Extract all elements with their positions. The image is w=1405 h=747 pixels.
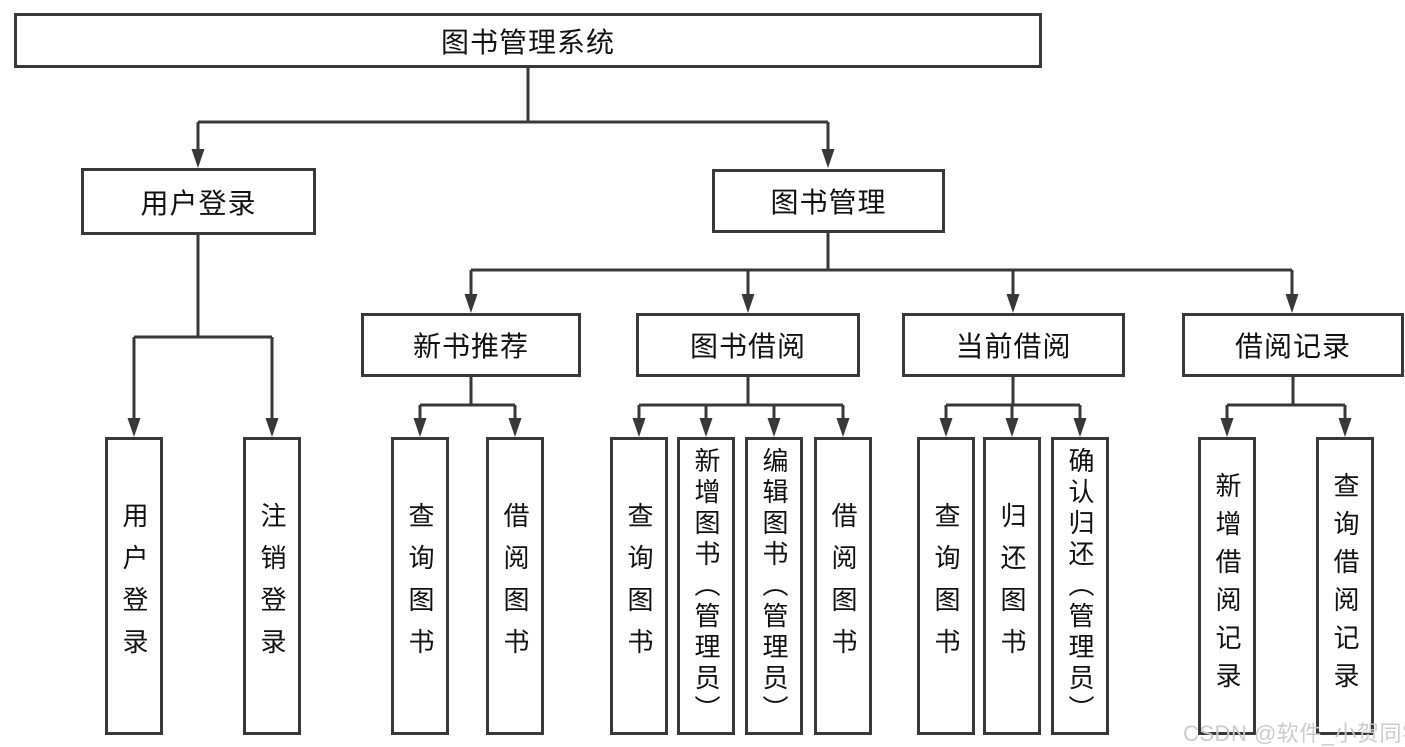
node-new-book-recommend: 新书推荐 <box>361 313 581 377</box>
leaf-label: 查询图书 <box>405 502 435 670</box>
leaf-label: 用户登录 <box>119 502 149 670</box>
leaf-query-book-current: 查询图书 <box>917 437 975 735</box>
leaf-label: 归还图书 <box>997 502 1027 670</box>
connector-current-borrow-to-leaves <box>939 377 1087 437</box>
leaf-confirm-return-admin: 确认归还（管理员） <box>1051 437 1109 735</box>
node-book-borrow: 图书借阅 <box>636 313 860 377</box>
connector-user-login-to-leaves <box>127 235 279 437</box>
leaf-label: 编辑图书（管理员） <box>759 446 789 726</box>
leaf-add-book-admin: 新增图书（管理员） <box>677 437 735 735</box>
leaf-borrow-book: 借阅图书 <box>814 437 872 735</box>
leaf-borrow-book-recommend: 借阅图书 <box>486 437 544 735</box>
node-root-system: 图书管理系统 <box>14 13 1042 68</box>
leaf-label: 新增借阅记录 <box>1212 472 1242 700</box>
connector-new-book-recommend-to-leaves <box>413 377 522 437</box>
leaf-label: 确认归还（管理员） <box>1065 446 1095 726</box>
leaf-add-borrow-record: 新增借阅记录 <box>1198 437 1256 735</box>
leaf-logout: 注销登录 <box>243 437 301 735</box>
csdn-watermark: CSDN @软件_小贺同学 <box>1183 721 1405 746</box>
leaf-query-borrow-record: 查询借阅记录 <box>1316 437 1374 735</box>
leaf-label: 新增图书（管理员） <box>691 446 721 726</box>
connector-book-management-to-level3 <box>464 233 1299 313</box>
leaf-label: 查询借阅记录 <box>1330 472 1360 700</box>
leaf-user-login: 用户登录 <box>105 437 163 735</box>
leaf-label: 借阅图书 <box>500 502 530 670</box>
leaf-query-book-recommend: 查询图书 <box>391 437 449 735</box>
connector-book-borrow-to-leaves <box>632 377 850 437</box>
leaf-label: 借阅图书 <box>828 502 858 670</box>
connector-root-to-level2 <box>191 68 835 168</box>
leaf-label: 查询图书 <box>931 502 961 670</box>
node-user-login: 用户登录 <box>81 168 316 235</box>
node-current-borrow: 当前借阅 <box>902 313 1125 377</box>
leaf-edit-book-admin: 编辑图书（管理员） <box>745 437 803 735</box>
connector-borrow-record-to-leaves <box>1220 377 1352 437</box>
leaf-query-book-borrow: 查询图书 <box>610 437 668 735</box>
leaf-label: 查询图书 <box>624 502 654 670</box>
node-book-management: 图书管理 <box>712 169 945 233</box>
leaf-return-book: 归还图书 <box>983 437 1041 735</box>
node-borrow-record: 借阅记录 <box>1182 313 1404 377</box>
leaf-label: 注销登录 <box>257 502 287 670</box>
